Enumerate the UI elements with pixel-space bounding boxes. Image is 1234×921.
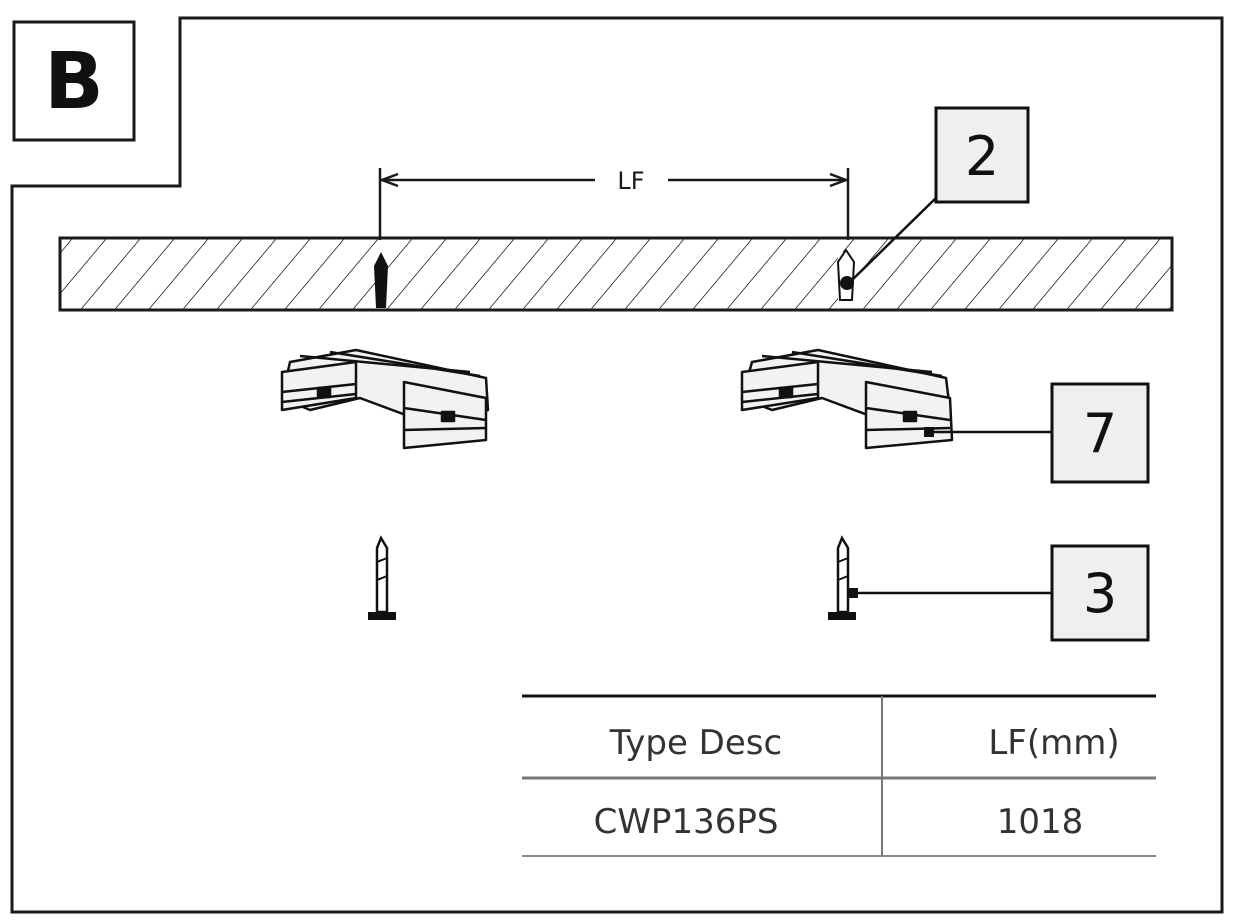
callout-2: 2 — [849, 106, 1030, 283]
callout-7-label: 7 — [1083, 402, 1117, 465]
table-header-lf-mm: LF(mm) — [988, 723, 1119, 763]
lf-dimension-label: LF — [617, 167, 644, 195]
screw-left — [368, 535, 396, 620]
ceiling-section — [58, 236, 1174, 312]
spec-table: Type Desc LF(mm) CWP136PS 1018 — [522, 694, 1156, 857]
callout-3-label: 3 — [1083, 562, 1117, 625]
callout-7: 7 — [924, 382, 1150, 484]
diagram-frame — [10, 16, 1224, 914]
mounting-bracket-right — [740, 348, 954, 450]
table-cell-lf: 1018 — [997, 802, 1084, 842]
panel-label: B — [44, 37, 103, 127]
table-cell-type: CWP136PS — [594, 802, 779, 842]
table-header-type-desc: Type Desc — [609, 723, 782, 763]
screw-right — [828, 535, 856, 620]
mounting-bracket-left — [280, 348, 490, 450]
callout-2-label: 2 — [965, 125, 999, 188]
anchor-right — [836, 248, 856, 308]
callout-3: 3 — [848, 544, 1150, 642]
lf-dimension — [378, 168, 850, 240]
panel-label-box: B — [12, 20, 136, 142]
anchor-left — [374, 252, 388, 308]
